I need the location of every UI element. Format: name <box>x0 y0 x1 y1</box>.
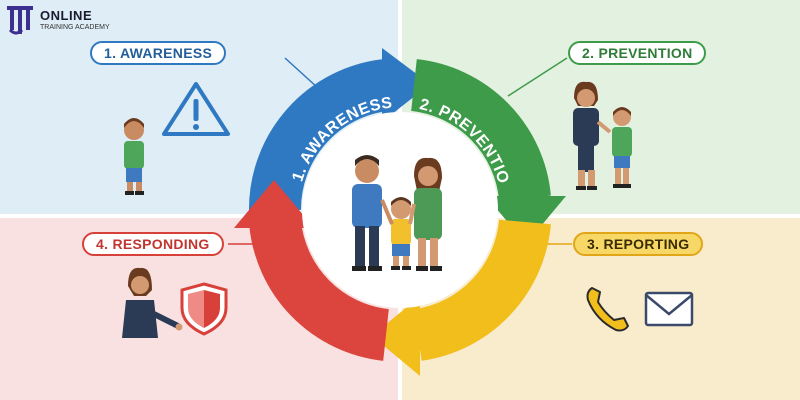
reporting-arc <box>413 218 551 361</box>
reporting-arrowhead <box>372 296 420 376</box>
logo-name: ONLINE <box>40 7 93 23</box>
warning-triangle-icon <box>162 82 230 136</box>
responding-label: 4. RESPONDING <box>82 232 224 256</box>
woman-figure-icon <box>122 267 183 338</box>
responding-arrowhead <box>234 180 314 228</box>
awareness-arrowhead <box>382 48 430 122</box>
responding-arc <box>249 218 390 361</box>
boy-figure-icon <box>124 118 144 195</box>
logo-subtitle: TRAINING ACADEMY <box>40 23 110 31</box>
awareness-label: 1. AWARENESS <box>90 41 227 65</box>
phone-icon <box>586 287 629 332</box>
prevention-label: 2. PREVENTION <box>568 41 707 65</box>
family-icon <box>352 155 442 271</box>
envelope-icon <box>644 291 694 327</box>
prevention-arrowhead <box>486 196 566 244</box>
adult-child-icon <box>573 81 632 190</box>
prevention-connector <box>507 57 568 97</box>
shield-icon <box>180 282 228 336</box>
logo-mark-icon <box>7 6 33 35</box>
awareness-connector <box>284 57 319 89</box>
reporting-label: 3. REPORTING <box>573 232 704 256</box>
prevention-arc <box>410 59 551 202</box>
brand-logo: ONLINE TRAINING ACADEMY <box>6 4 110 36</box>
